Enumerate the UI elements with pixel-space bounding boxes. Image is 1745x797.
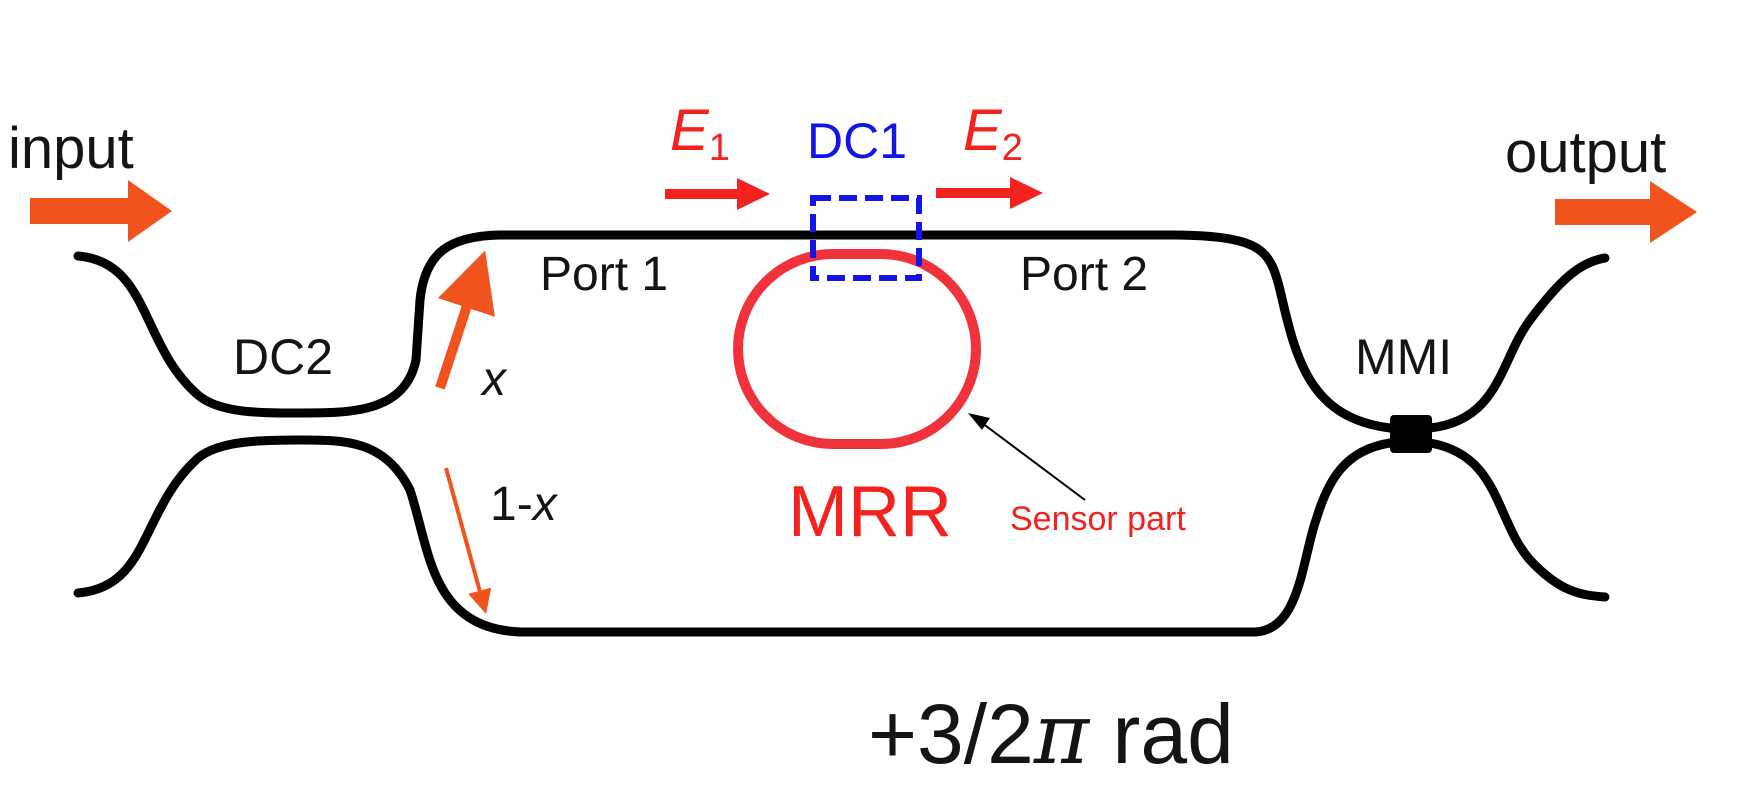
one-minus-text: 1- bbox=[490, 478, 533, 531]
e1-subscript: 1 bbox=[709, 127, 730, 169]
e1-arrow-icon bbox=[665, 178, 770, 210]
mmi-block bbox=[1390, 415, 1432, 453]
mrr-label: MRR bbox=[788, 472, 952, 552]
mmi-lower-output-waveguide bbox=[1425, 438, 1610, 602]
waveguides bbox=[73, 230, 1610, 637]
dc2-lower-input-waveguide bbox=[73, 435, 415, 598]
e2-arrow-icon bbox=[936, 177, 1043, 209]
sensor-pointer-line bbox=[977, 419, 1086, 501]
dc2-upper-input-waveguide bbox=[73, 251, 421, 418]
x-split-arrow-icon bbox=[435, 250, 495, 390]
one-minus-x-split-arrow-icon bbox=[444, 467, 492, 614]
phase-prefix: +3/2 bbox=[868, 687, 1034, 781]
mmi-upper-output-waveguide bbox=[1425, 253, 1610, 433]
phase-pi: π bbox=[1033, 685, 1091, 783]
e2-subscript: 2 bbox=[1002, 127, 1023, 169]
output-label: output bbox=[1505, 120, 1666, 185]
sensor-part-label: Sensor part bbox=[1010, 500, 1186, 538]
e2-letter: E bbox=[963, 98, 1003, 163]
x-italic-text: x bbox=[531, 478, 559, 531]
e2-label: E2 bbox=[963, 98, 1023, 169]
sensor-pointer-arrowhead-icon bbox=[968, 413, 990, 430]
input-label: input bbox=[8, 116, 134, 181]
dc1-label: DC1 bbox=[807, 113, 907, 169]
lower-arm-waveguide bbox=[405, 438, 1395, 637]
one-minus-x-label: 1-x bbox=[490, 478, 559, 531]
e1-label: E1 bbox=[670, 98, 730, 169]
phase-suffix: rad bbox=[1089, 687, 1234, 781]
dc1-coupler-box bbox=[810, 195, 922, 281]
mmi-label: MMI bbox=[1355, 329, 1452, 385]
port1-label: Port 1 bbox=[540, 248, 668, 301]
output-arrow-icon bbox=[1555, 181, 1697, 243]
e1-letter: E bbox=[670, 98, 710, 163]
upper-arm-waveguide bbox=[411, 230, 1395, 433]
input-arrow-icon bbox=[30, 180, 172, 242]
dc2-label: DC2 bbox=[233, 329, 333, 385]
mrr-ring bbox=[733, 249, 981, 449]
x-label: x bbox=[480, 353, 508, 406]
phase-shift-label: +3/2π rad bbox=[868, 685, 1234, 783]
port2-label: Port 2 bbox=[1020, 248, 1148, 301]
